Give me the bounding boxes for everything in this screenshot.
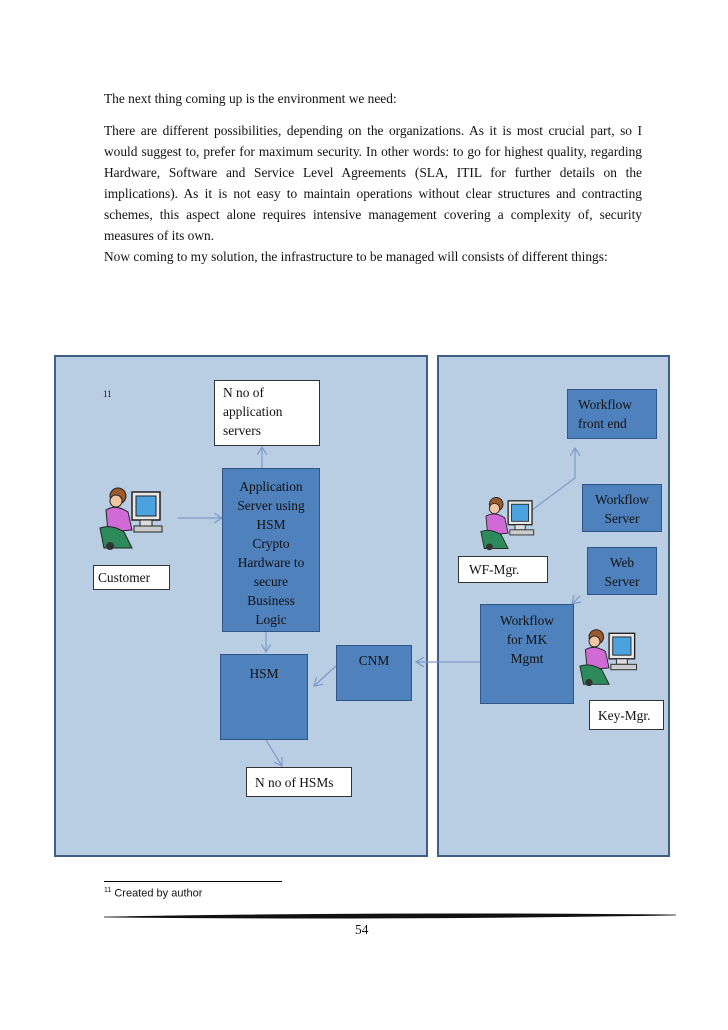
web-server-box: Web Server <box>587 547 657 595</box>
wf-mgr-label: WF-Mgr. <box>458 556 548 583</box>
page-number: 54 <box>355 922 369 937</box>
app-servers-box: N no of application servers <box>214 380 320 446</box>
workflow-server-box: Workflow Server <box>582 484 662 532</box>
footnote-number: 11 <box>104 887 112 894</box>
cnm-box: CNM <box>336 645 412 701</box>
arrow-cnm-to-hsm <box>314 665 337 686</box>
customer-user-icon <box>99 487 163 550</box>
arrow-webserver-to-wfmk <box>572 596 580 604</box>
key-mgr-label: Key-Mgr. <box>589 700 664 730</box>
footnote-text: Created by author <box>114 887 203 900</box>
footnote: 11 Created by author <box>104 887 202 900</box>
wf-manager-user-icon <box>480 496 535 551</box>
footnote-separator <box>104 881 282 882</box>
app-server-box: Application Server using HSM Crypto Hard… <box>222 468 320 632</box>
workflow-front-end-box: Workflow front end <box>567 389 657 439</box>
arrow-wfmgr-to-frontend <box>531 448 575 511</box>
customer-label: Customer <box>93 565 170 590</box>
intro-sentence: The next thing coming up is the environm… <box>104 91 397 106</box>
workflow-mk-mgmt-box: Workflow for MK Mgmt <box>480 604 574 704</box>
key-manager-user-icon <box>579 629 637 687</box>
solution-paragraph: Now coming to my solution, the infrastru… <box>104 249 608 264</box>
hsm-box: HSM <box>220 654 308 740</box>
arrow-hsm-to-hsms <box>265 739 282 766</box>
hsms-box: N no of HSMs <box>246 767 352 797</box>
environment-paragraph: There are different possibilities, depen… <box>104 123 642 243</box>
diagram-footnote-ref: 11 <box>103 389 112 399</box>
